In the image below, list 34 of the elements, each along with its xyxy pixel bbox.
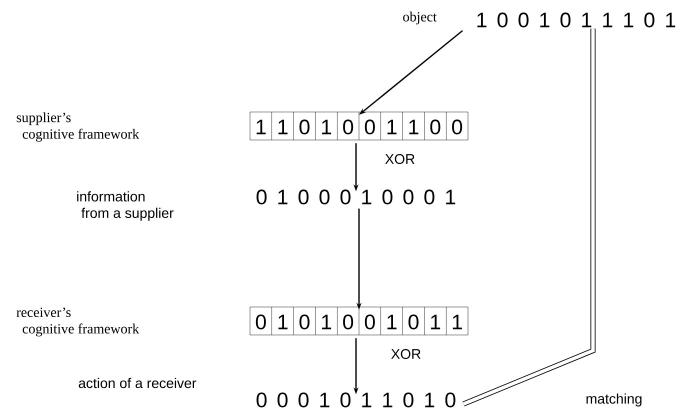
bit-string: 0 0 0 1 0 1 1 0 1 0 bbox=[256, 392, 456, 408]
bit-cell: 1 bbox=[387, 314, 397, 330]
text-label: supplier’s cognitive framework bbox=[16, 112, 140, 142]
bit-cell: 1 bbox=[322, 314, 332, 330]
bit-cell: 0 bbox=[343, 314, 354, 330]
bit-cell: 1 bbox=[278, 120, 288, 134]
text-label: receiver’s cognitive framework bbox=[16, 308, 140, 336]
bit-cell: 0 bbox=[299, 120, 310, 134]
text-label: information from a supplier bbox=[77, 191, 174, 221]
bit-cell: 1 bbox=[387, 120, 397, 134]
bit-string: 0 1 0 0 0 1 0 0 0 1 bbox=[256, 190, 456, 204]
node-label: object bbox=[403, 12, 437, 24]
bit-cell: 0 bbox=[299, 314, 310, 330]
bit-cell: 1 bbox=[452, 314, 462, 330]
bit-cell: 0 bbox=[364, 120, 375, 134]
text-label: action of a receiver bbox=[78, 378, 196, 388]
bit-string: 1 0 0 1 0 1 1 1 0 1 bbox=[477, 12, 676, 28]
bit-cell: 0 bbox=[408, 314, 419, 330]
edge-label: XOR bbox=[391, 349, 421, 359]
bit-cell: 0 bbox=[343, 120, 354, 134]
bit-cell: 1 bbox=[431, 314, 440, 330]
bit-cell: 1 bbox=[409, 120, 418, 134]
bit-row-box bbox=[250, 112, 468, 140]
edge-label: XOR bbox=[385, 154, 415, 164]
bit-cell: 0 bbox=[364, 314, 375, 330]
bit-cell: 0 bbox=[256, 314, 266, 330]
edge-label: matching bbox=[586, 393, 642, 406]
bit-cell: 1 bbox=[256, 120, 266, 134]
bit-row-box bbox=[250, 306, 468, 336]
double-line bbox=[462, 28, 596, 406]
bit-cell: 0 bbox=[430, 120, 440, 134]
bit-cell: 1 bbox=[322, 120, 332, 134]
bit-cell: 1 bbox=[278, 314, 288, 330]
bit-cell: 0 bbox=[452, 120, 462, 134]
